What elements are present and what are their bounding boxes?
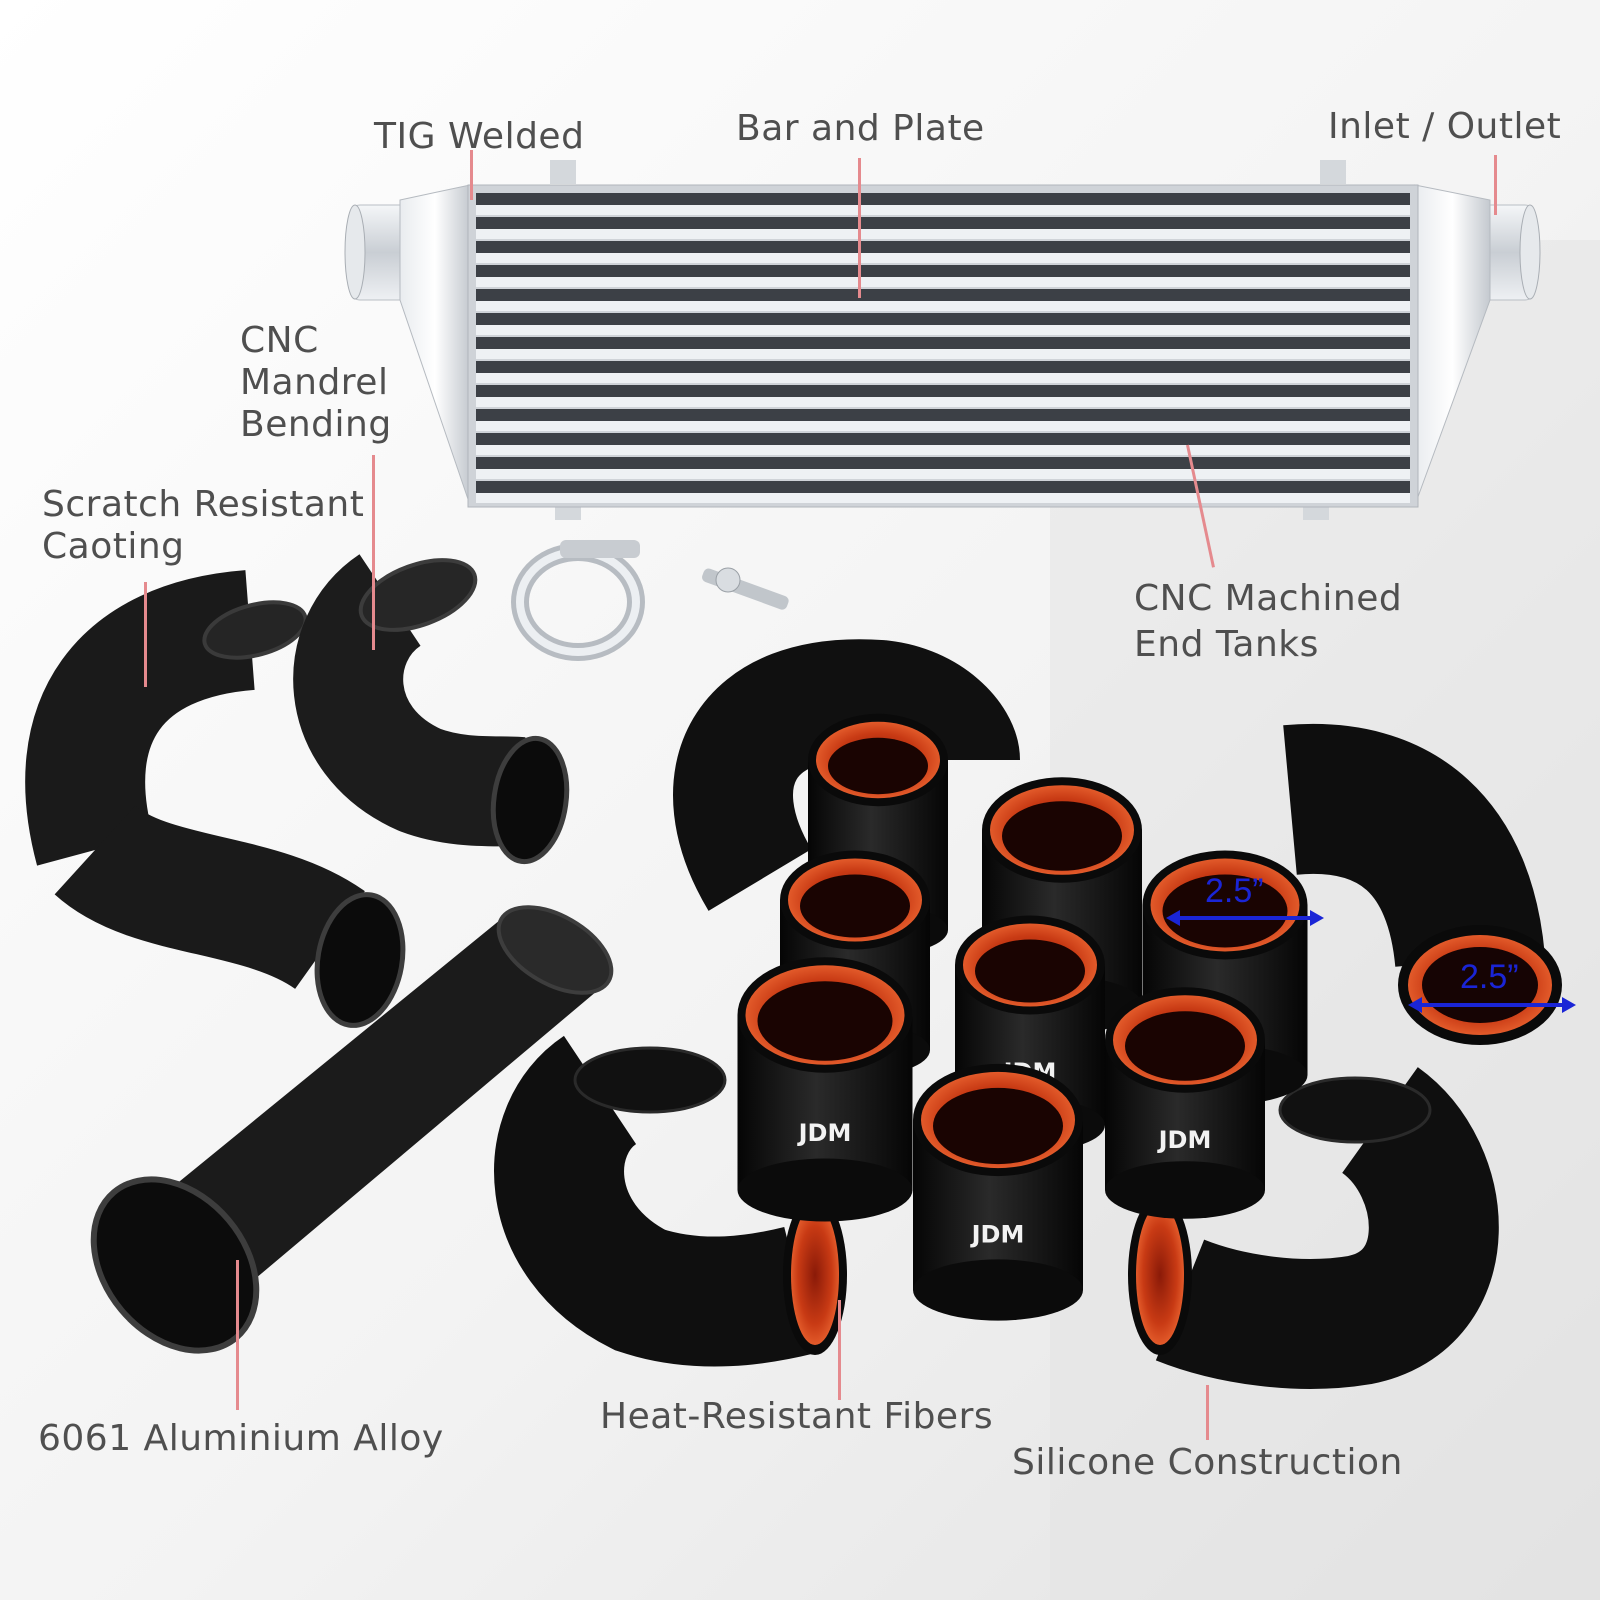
- core-fin-row: [476, 409, 1410, 421]
- coupler: JDM: [913, 1063, 1083, 1321]
- leader-heat-resistant: [838, 1300, 841, 1400]
- aluminium-piping: [25, 554, 614, 1354]
- leader-silicone-construction: [1206, 1385, 1209, 1440]
- leader-cnc-mandrel: [372, 455, 375, 650]
- jdm-logo: JDM: [1157, 1126, 1212, 1154]
- leader-scratch-resistant: [144, 582, 147, 687]
- jdm-logo: JDM: [970, 1220, 1025, 1248]
- label-bar-and-plate: Bar and Plate: [736, 108, 985, 149]
- core-bar: [476, 349, 1410, 359]
- label-aluminium-alloy: 6061 Aluminium Alloy: [38, 1418, 444, 1459]
- core-bar: [476, 277, 1410, 287]
- core-bar: [476, 205, 1410, 215]
- core-fin-row: [476, 217, 1410, 229]
- core-bar: [476, 421, 1410, 431]
- core-bar: [476, 325, 1410, 335]
- leader-tig-welded: [470, 150, 473, 200]
- label-line: Caoting: [42, 526, 185, 567]
- label-line: Bending: [240, 404, 392, 445]
- core-bar: [476, 445, 1410, 455]
- jdm-logo: JDM: [797, 1119, 852, 1147]
- core-fin-row: [476, 385, 1410, 397]
- dimension-arrows: [1166, 910, 1576, 1013]
- label-inlet-outlet: Inlet / Outlet: [1328, 106, 1562, 147]
- core-fin-row: [476, 193, 1410, 205]
- core-fin-row: [476, 265, 1410, 277]
- core-bar: [476, 493, 1410, 503]
- label-scratch-resistant: Scratch Resistant Caoting: [42, 484, 364, 568]
- core-bar: [476, 301, 1410, 311]
- label-tig-welded: TIG Welded: [374, 116, 585, 157]
- core-fin-row: [476, 337, 1410, 349]
- label-line: Mandrel: [240, 362, 389, 403]
- core-fin-row: [476, 289, 1410, 301]
- label-cnc-machined-end-tanks: CNC Machined End Tanks: [1134, 578, 1402, 666]
- label-line: Scratch Resistant: [42, 484, 365, 525]
- core-fin-row: [476, 361, 1410, 373]
- label-line: CNC Machined: [1134, 578, 1403, 619]
- intercooler: [344, 160, 1541, 520]
- label-line: End Tanks: [1134, 624, 1319, 665]
- label-line: CNC: [240, 320, 319, 361]
- core-bar: [476, 253, 1410, 263]
- core-fin-row: [476, 457, 1410, 469]
- leader-aluminium-alloy: [236, 1260, 239, 1410]
- core-bar: [476, 229, 1410, 239]
- core-fin-row: [476, 433, 1410, 445]
- leader-bar-and-plate: [858, 158, 861, 298]
- core-bar: [476, 397, 1410, 407]
- leader-inlet-outlet: [1494, 155, 1497, 215]
- core-fin-row: [476, 481, 1410, 493]
- label-silicone-construction: Silicone Construction: [1012, 1442, 1403, 1483]
- core-bar: [476, 373, 1410, 383]
- label-cnc-mandrel-bending: CNC Mandrel Bending: [240, 320, 392, 446]
- coupler: JDM: [1105, 987, 1265, 1219]
- coupler: JDM: [737, 957, 913, 1222]
- label-heat-resistant-fibers: Heat-Resistant Fibers: [600, 1396, 994, 1437]
- dimension-elbow: 2.5”: [1460, 958, 1519, 996]
- core-fin-row: [476, 241, 1410, 253]
- silicone-couplers: JDMJDMJDMJDMJDMJDMJDMJDM: [737, 713, 1308, 1321]
- t-bolt-clamp: [511, 540, 789, 661]
- core-fin-row: [476, 313, 1410, 325]
- dimension-coupler: 2.5”: [1205, 872, 1264, 910]
- core-bar: [476, 469, 1410, 479]
